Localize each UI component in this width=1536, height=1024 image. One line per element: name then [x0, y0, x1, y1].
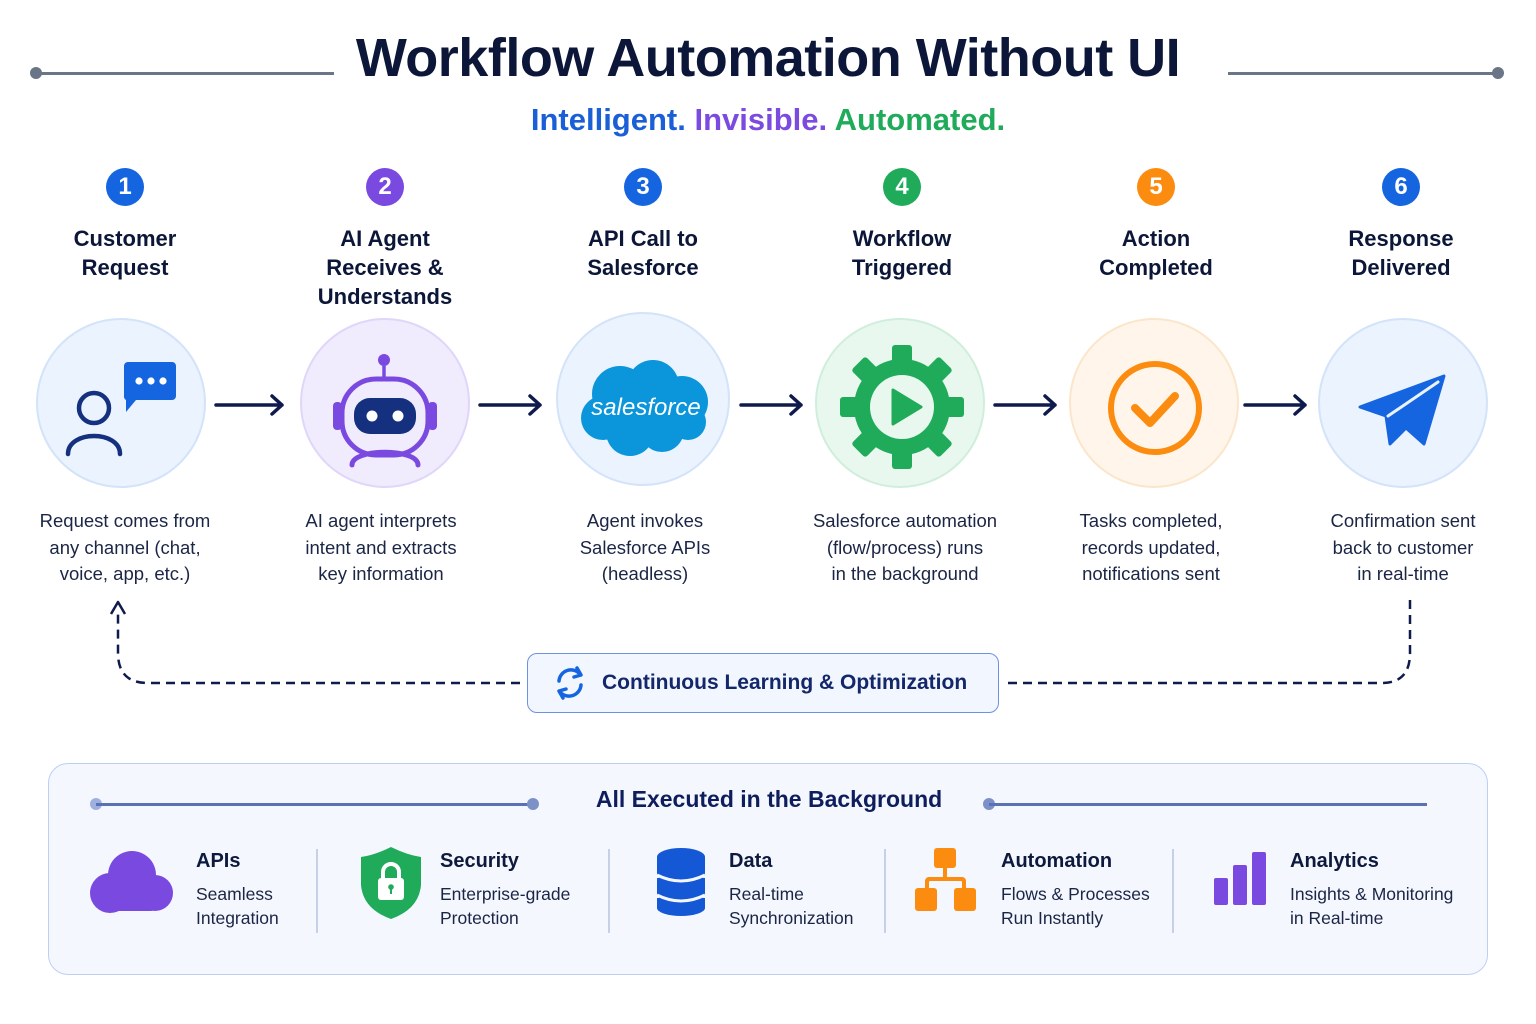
hierarchy-flow-icon [915, 848, 976, 911]
flow-arrow-4-5 [993, 394, 1057, 416]
tagline-automated: Automated. [834, 102, 1006, 137]
step-2-header: 2 AI Agent Receives & Understands [265, 168, 505, 311]
step-5-header: 5 Action Completed [1036, 168, 1276, 282]
step-6-icon-circle [1318, 318, 1488, 488]
refresh-icon [557, 666, 583, 700]
panel-title: All Executed in the Background [595, 786, 943, 812]
step-number-badge: 1 [106, 168, 144, 206]
salesforce-logo-text: salesforce [591, 394, 700, 421]
step-title: API Call to Salesforce [587, 226, 699, 280]
step-3-icon-circle: salesforce [556, 312, 730, 486]
flow-arrow-1-2 [214, 394, 284, 416]
shield-lock-icon [361, 847, 421, 919]
header-rule-right [1228, 72, 1498, 75]
step-6-header: 6 Response Delivered [1281, 168, 1521, 282]
flow-arrow-5-6 [1243, 394, 1307, 416]
step-1-icon-circle [36, 318, 206, 488]
check-circle-icon [1108, 361, 1202, 455]
step-5-icon-circle [1069, 318, 1239, 488]
header-rule-left [36, 72, 334, 75]
step-number-badge: 2 [366, 168, 404, 206]
step-6-description: Confirmation sent back to customer in re… [1330, 510, 1476, 584]
page-title: Workflow Automation Without UI [355, 28, 1181, 88]
tagline-intelligent: Intelligent. [530, 102, 686, 137]
background-execution-panel: All Executed in the Background APIs Seam… [48, 763, 1488, 975]
step-4-header: 4 Workflow Triggered [782, 168, 1022, 282]
feature-title: Data [729, 850, 773, 872]
cloud-icon [90, 851, 173, 913]
feature-description: Real-time Synchronization [729, 884, 854, 928]
gear-play-icon [840, 345, 964, 469]
feature-divider [884, 849, 886, 933]
feature-title: Automation [1001, 850, 1113, 872]
flow-arrow-2-3 [478, 394, 542, 416]
step-title: Action Completed [1099, 226, 1213, 280]
feature-description: Seamless Integration [196, 884, 279, 928]
step-4-description: Salesforce automation (flow/process) run… [812, 510, 998, 584]
loop-path-right [1008, 600, 1412, 685]
feature-description: Enterprise-grade Protection [440, 884, 571, 928]
step-number-badge: 6 [1382, 168, 1420, 206]
feature-security: Security Enterprise-grade Protection [357, 847, 617, 939]
panel-rule-right [989, 803, 1427, 806]
step-title: Customer Request [73, 226, 177, 280]
step-2-icon-circle [300, 318, 470, 488]
step-3-header: 3 API Call to Salesforce [523, 168, 763, 282]
bar-chart-icon [1214, 852, 1266, 905]
tagline: Intelligent. Invisible. Automated. [0, 100, 1536, 140]
tagline-invisible: Invisible. [694, 102, 828, 137]
continuous-learning-badge[interactable]: Continuous Learning & Optimization [527, 653, 999, 713]
step-title: AI Agent Receives & Understands [317, 226, 453, 309]
step-1-description: Request comes from any channel (chat, vo… [39, 510, 211, 584]
paper-plane-icon [1358, 374, 1446, 446]
step-2-description: AI agent interprets intent and extracts … [305, 510, 457, 584]
step-number-badge: 4 [883, 168, 921, 206]
header-rule-left-dot [30, 67, 42, 79]
robot-icon [333, 354, 437, 468]
step-number-badge: 5 [1137, 168, 1175, 206]
feedback-loop-connector [109, 600, 1412, 685]
feature-description: Flows & Processes Run Instantly [1001, 884, 1150, 928]
step-number-badge: 3 [624, 168, 662, 206]
panel-rule-left-end-dot [527, 798, 539, 810]
loop-arrowhead-icon [109, 600, 127, 615]
feature-analytics: Analytics Insights & Monitoring in Real-… [1214, 849, 1474, 939]
feature-title: APIs [196, 850, 241, 872]
flow-arrow-3-4 [739, 394, 803, 416]
feature-automation: Automation Flows & Processes Run Instant… [914, 848, 1194, 939]
step-4-icon-circle [815, 318, 985, 488]
step-3-description: Agent invokes Salesforce APIs (headless) [579, 510, 711, 584]
feature-data: Data Real-time Synchronization [656, 848, 916, 939]
continuous-learning-label: Continuous Learning & Optimization [602, 671, 968, 694]
step-1-header: 1 Customer Request [5, 168, 245, 282]
step-title: Response Delivered [1348, 226, 1454, 280]
feature-description: Insights & Monitoring in Real-time [1290, 884, 1454, 928]
feature-divider [608, 849, 610, 933]
loop-path-left [116, 612, 520, 685]
database-icon [656, 848, 706, 916]
step-5-description: Tasks completed, records updated, notifi… [1079, 510, 1223, 584]
feature-title: Security [440, 850, 519, 872]
feature-divider [1172, 849, 1174, 933]
header-rule-right-dot [1492, 67, 1504, 79]
salesforce-cloud-icon: salesforce [581, 360, 708, 456]
feature-title: Analytics [1290, 850, 1379, 872]
panel-rule-left [96, 803, 532, 806]
user-chat-icon [65, 362, 176, 457]
feature-divider [316, 849, 318, 933]
feature-apis: APIs Seamless Integration [89, 849, 319, 939]
step-title: Workflow Triggered [851, 226, 953, 280]
